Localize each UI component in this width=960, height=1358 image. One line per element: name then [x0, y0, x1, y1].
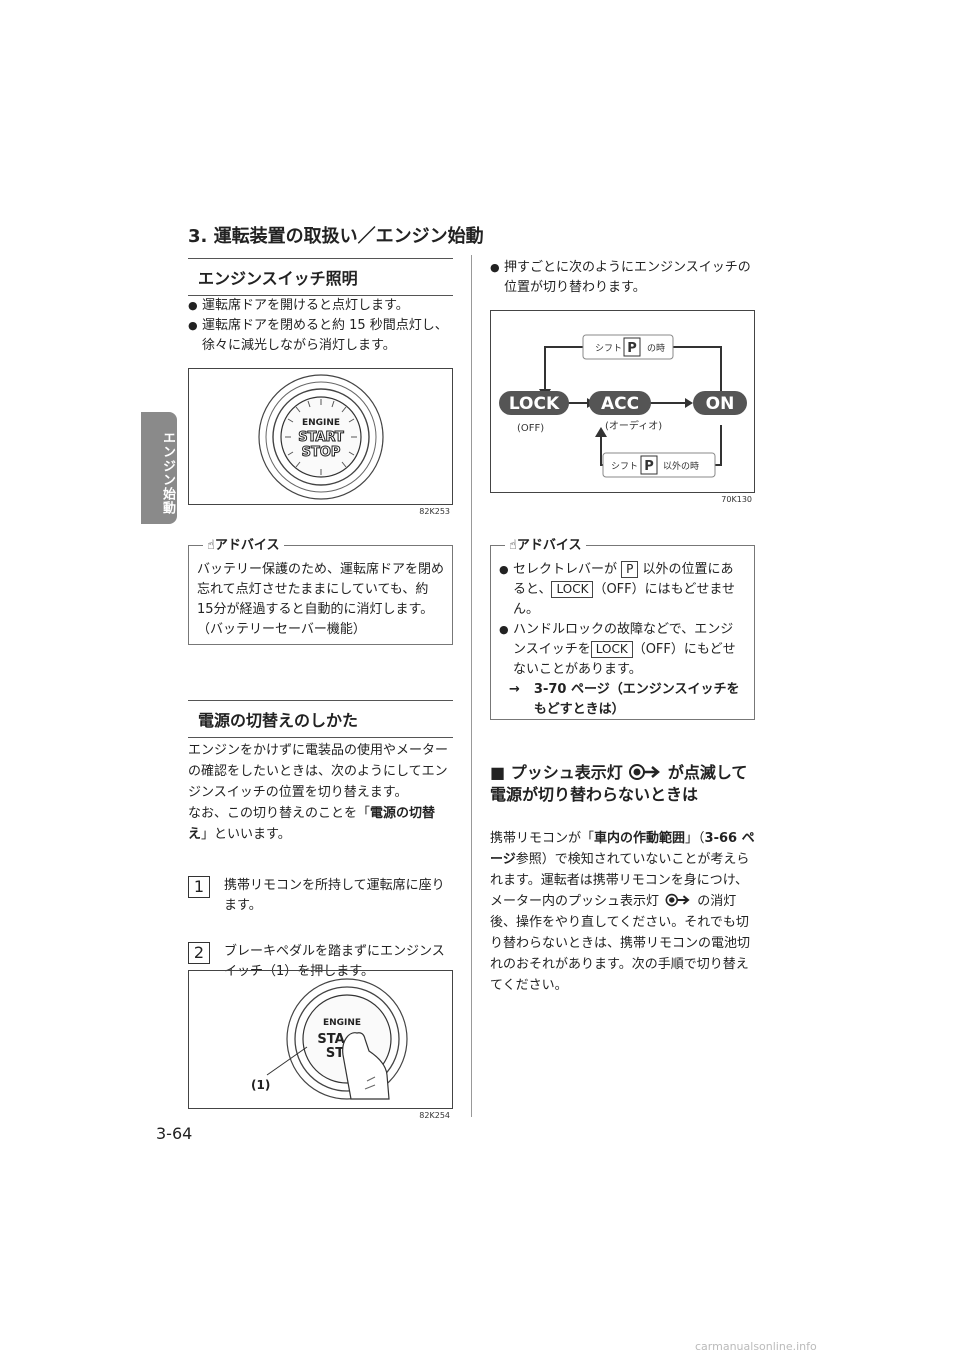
advice-reference[interactable]: → 3-70 ページ（エンジンスイッチをもどすときは）: [499, 680, 746, 720]
section-title-switch-light: エンジンスイッチ照明: [188, 258, 453, 296]
step-number: 2: [188, 942, 210, 964]
page-reference[interactable]: 3-66 ページ: [490, 831, 755, 867]
page-number: 3-64: [156, 1124, 193, 1143]
on-position: ON: [706, 394, 735, 414]
sec2-note: なお、この切り替えのことを「電源の切替え」といいます。: [188, 806, 436, 842]
finger-icon: [342, 1032, 390, 1100]
figure-switch-positions: シフト P の時 シフト P 以外の時 LOCK ACC ON (OFF) (オ…: [490, 310, 755, 504]
stop-text: STOP: [302, 445, 341, 460]
switch-illustration: ENGINE START STOP: [258, 374, 384, 500]
engine-text: ENGINE: [302, 418, 340, 428]
right-top-bullet: 押すごとに次のようにエンジンスイッチの位置が切り替わります。: [490, 258, 755, 298]
top-suffix: の時: [647, 343, 665, 354]
figure-id: 82K254: [419, 1111, 450, 1120]
push-indicator-icon: [665, 893, 690, 907]
bullet-item: 運転席ドアを閉めると約 15 秒間点灯し、徐々に減光しながら消灯します。: [188, 316, 453, 356]
start-text: STA: [317, 1032, 344, 1047]
top-shift-label: シフト: [595, 344, 622, 354]
step-item: 1 携帯リモコンを所持して運転席に座ります。: [188, 876, 453, 916]
sec2-paragraph: エンジンをかけずに電装品の使用やメーターの確認をしたいときは、次のようにしてエン…: [188, 740, 453, 845]
press-illustration: ENGINE STA ST (1): [251, 978, 408, 1100]
lock-key: LOCK: [551, 581, 594, 598]
advice-bullet: セレクトレバーが P 以外の位置にあると、LOCK（OFF）にはもどせません。: [499, 560, 746, 620]
callout-label: (1): [251, 1078, 270, 1092]
p-key: P: [621, 561, 639, 578]
subheading-push-indicator: ■ プッシュ表示灯 が点滅して電源が切り替わらないときは: [490, 763, 748, 804]
push-indicator-icon: [629, 764, 661, 780]
bullet-item: 運転席ドアを開けると点灯します。: [188, 296, 453, 316]
push-indicator-paragraph: 携帯リモコンが「車内の作動範囲」（3-66 ページ参照）で検知されていないことが…: [490, 831, 755, 993]
lock-position: LOCK: [509, 394, 560, 414]
stop-text: ST: [326, 1046, 344, 1061]
step-number: 1: [188, 876, 210, 898]
advice-bullet: ハンドルロックの故障などで、エンジンスイッチをLOCK（OFF）にもどせないこと…: [499, 620, 746, 680]
advice-text: バッテリー保護のため、運転席ドアを閉め忘れて点灯させたままにしていても、約15分…: [197, 562, 445, 637]
bottom-suffix: 以外の時: [663, 460, 699, 472]
audio-label: (オーディオ): [605, 419, 662, 432]
start-text: START: [298, 430, 344, 445]
chapter-title: 3. 運転装置の取扱い／エンジン始動: [188, 226, 484, 247]
step-item: 2 ブレーキペダルを踏まずにエンジンスイッチ（1）を押します。: [188, 942, 453, 982]
step-text: ブレーキペダルを踏まずにエンジンスイッチ（1）を押します。: [224, 944, 445, 979]
bottom-p-key: P: [644, 459, 654, 474]
figure-press-button: ENGINE STA ST (1) 82K254: [188, 970, 453, 1120]
arrow-icon: →: [509, 682, 520, 697]
advice-box-1: ☝アドバイス バッテリー保護のため、運転席ドアを閉め忘れて点灯させたままにしてい…: [188, 536, 453, 645]
engine-text: ENGINE: [323, 1018, 361, 1028]
bullet-item: 押すごとに次のようにエンジンスイッチの位置が切り替わります。: [490, 258, 755, 298]
reference-link[interactable]: 3-70 ページ（エンジンスイッチをもどすときは）: [533, 682, 740, 717]
section-title-power-switch: 電源の切替えのしかた: [188, 700, 453, 738]
position-diagram: シフト P の時 シフト P 以外の時 LOCK ACC ON (OFF) (オ…: [499, 334, 747, 478]
figure-id: 70K130: [721, 495, 752, 504]
lock-key: LOCK: [590, 641, 633, 658]
figure-switch-button: ENGINE START STOP 82K253: [188, 368, 453, 516]
figure-id: 82K253: [419, 507, 450, 516]
advice-box-2: ☝アドバイス セレクトレバーが P 以外の位置にあると、LOCK（OFF）にはも…: [490, 536, 755, 720]
hand-pointer-icon: ☝: [509, 538, 517, 553]
hand-pointer-icon: ☝: [207, 538, 215, 553]
bottom-shift-label: シフト: [611, 462, 638, 472]
sec1-bullets: 運転席ドアを開けると点灯します。 運転席ドアを閉めると約 15 秒間点灯し、徐々…: [188, 296, 453, 356]
column-divider: [471, 255, 472, 1117]
side-tab: エンジン始動: [141, 412, 177, 524]
step-text: 携帯リモコンを所持して運転席に座ります。: [224, 878, 445, 913]
advice-label: ☝アドバイス: [203, 536, 284, 556]
steps-list: 1 携帯リモコンを所持して運転席に座ります。 2 ブレーキペダルを踏まずにエンジ…: [188, 876, 453, 982]
top-p-key: P: [627, 341, 637, 356]
watermark: carmanualsonline.info: [695, 1340, 817, 1353]
advice-label: ☝アドバイス: [505, 536, 586, 556]
acc-position: ACC: [601, 394, 639, 414]
off-label: (OFF): [517, 423, 544, 434]
